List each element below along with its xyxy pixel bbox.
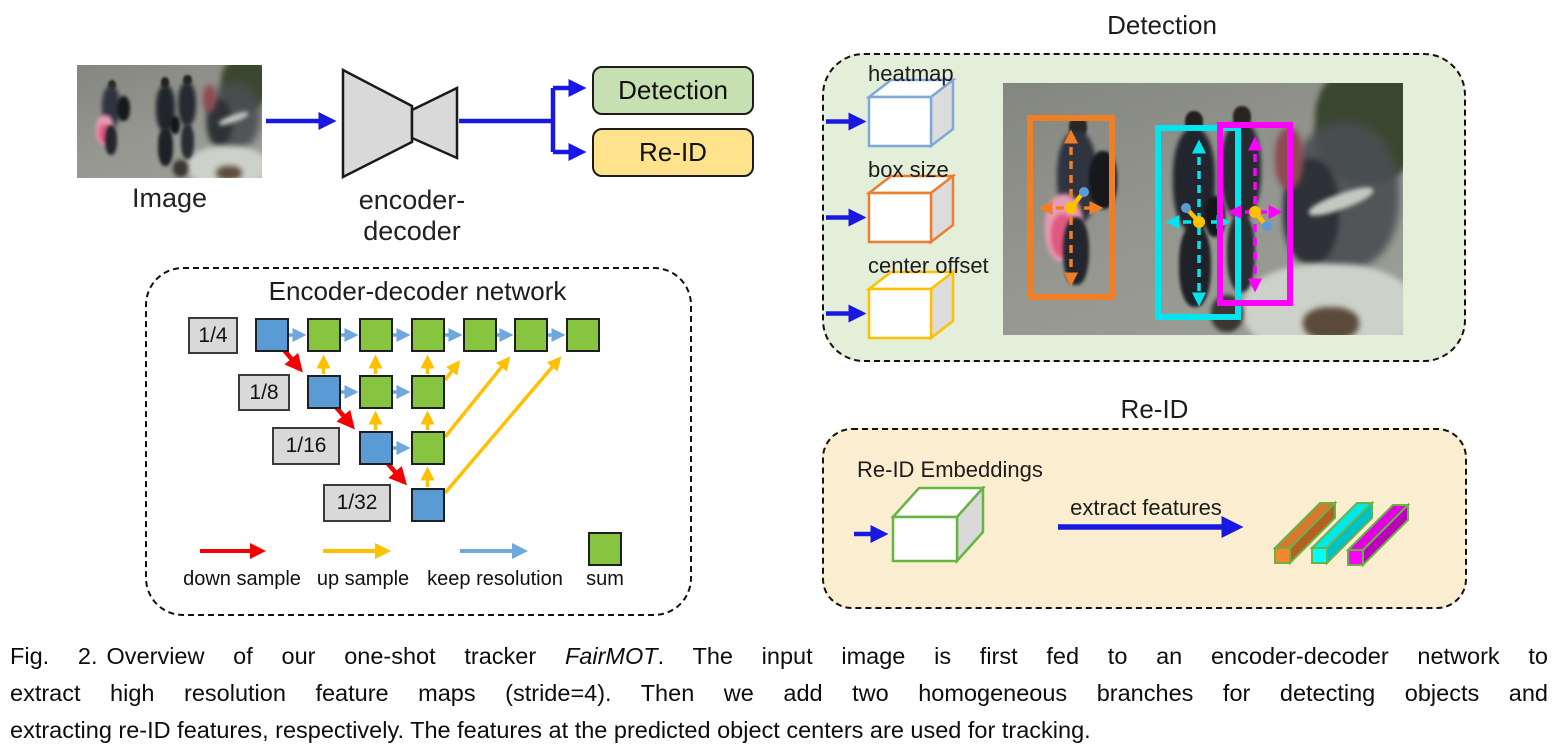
detection-section-title: Detection (1107, 10, 1217, 40)
encoder-network-title: Encoder-decoder network (268, 276, 567, 306)
scale-label-1-16: 1/16 (272, 427, 340, 465)
photo-car-interior (215, 165, 242, 178)
photo-person2-bag (170, 115, 180, 134)
photo-person2-body (155, 85, 176, 132)
legend-sum-swatch (588, 532, 622, 566)
box-size-head-label: box size (868, 157, 949, 182)
detection-branch-node: Detection (592, 66, 754, 115)
detection-result-image (1003, 83, 1403, 335)
heatmap-head-label: heatmap (868, 61, 954, 86)
scale-label-1-4: 1/4 (188, 317, 238, 354)
photo-person2-head (161, 77, 170, 88)
enc-node-green (566, 318, 600, 352)
photo-person1-head (107, 79, 116, 90)
enc-node-green (411, 431, 445, 465)
enc-node-green (514, 318, 548, 352)
input-image-thumbnail (77, 65, 262, 178)
feature-bar-magenta (1345, 502, 1411, 568)
enc-node-blue-r3 (359, 431, 393, 465)
detection-branch-node-label: Detection (618, 75, 728, 105)
caption-figure-tag: Fig. 2. (10, 643, 98, 669)
photo-person1-bag (1089, 151, 1117, 209)
center-offset-head-label: center offset (868, 253, 989, 278)
photo-person3-legs (1227, 214, 1255, 293)
reid-embeddings-label: Re-ID Embeddings (857, 457, 1043, 482)
photo-person1-legs (104, 124, 117, 156)
heatmap-cube-icon (866, 77, 957, 149)
scale-label-1-8: 1/8 (238, 374, 290, 411)
enc-node-green (307, 318, 341, 352)
scale-label-1-4-text: 1/4 (198, 323, 228, 347)
caption-text: . The input image is first fed to an enc… (657, 643, 1548, 669)
enc-node-green (411, 375, 445, 409)
feature-bar-orange (1272, 500, 1338, 566)
scale-label-1-32-text: 1/32 (336, 491, 378, 514)
caption-text: Overview of our one-shot tracker (106, 643, 565, 669)
photo-pedestrian-head (173, 159, 188, 177)
photo-person2-legs (1179, 224, 1211, 308)
photo-person3-head (183, 75, 192, 86)
enc-node-blue-r2 (307, 375, 341, 409)
scale-label-1-8-text: 1/8 (249, 380, 279, 404)
enc-node-green (463, 318, 497, 352)
caption-line-3: extracting re-ID features, respectively.… (10, 717, 1091, 743)
photo-person1-bag (116, 95, 130, 122)
legend-up-sample-label: up sample (316, 568, 410, 590)
photo-pink-stroller-2 (99, 123, 111, 143)
scale-label-1-16-text: 1/16 (285, 434, 327, 457)
input-image-label: Image (131, 183, 208, 213)
caption-line-1: Fig. 2.Overview of our one-shot tracker … (10, 638, 1548, 675)
photo-person1-legs (1063, 216, 1089, 285)
enc-node-blue-r4 (411, 488, 445, 522)
enc-node-green (359, 318, 393, 352)
enc-node-green (411, 318, 445, 352)
photo-person3-legs (180, 123, 194, 159)
reid-section-title: Re-ID (1120, 394, 1189, 424)
box-size-cube-icon (866, 173, 957, 245)
photo-red-bike-seat (202, 85, 216, 113)
figure-caption: Fig. 2.Overview of our one-shot tracker … (10, 638, 1548, 748)
feature-bars-icon (1272, 500, 1411, 568)
encoder-decoder-label: encoder-decoder (358, 185, 466, 246)
center-offset-cube-icon (866, 269, 957, 341)
scale-label-1-32: 1/32 (323, 484, 391, 522)
photo-person2-legs (158, 128, 174, 166)
enc-node-green (359, 375, 393, 409)
reid-branch-node-label: Re-ID (639, 137, 707, 167)
reid-embeddings-cube-icon (890, 486, 986, 565)
photo-red-bike-seat (1275, 128, 1303, 189)
photo-car-interior (1303, 307, 1359, 335)
legend-keep-resolution-label: keep resolution (427, 568, 563, 590)
caption-line-2: extract high resolution feature maps (st… (10, 680, 1548, 706)
photo-person3-body (1221, 120, 1261, 220)
feature-bar-cyan (1309, 500, 1375, 566)
caption-fairmot-italic: FairMOT (564, 643, 658, 669)
legend-sum-label: sum (586, 568, 624, 590)
extract-features-label: extract features (1070, 495, 1222, 520)
photo-person2-bag (1205, 196, 1225, 237)
legend-down-sample-label: down sample (183, 568, 301, 590)
encoder-decoder-bowtie-icon (341, 67, 459, 180)
photo-pedestrian-head (1211, 294, 1243, 333)
photo-person3-body (177, 81, 197, 126)
enc-node-blue-r1 (255, 318, 289, 352)
reid-branch-node: Re-ID (592, 128, 754, 177)
